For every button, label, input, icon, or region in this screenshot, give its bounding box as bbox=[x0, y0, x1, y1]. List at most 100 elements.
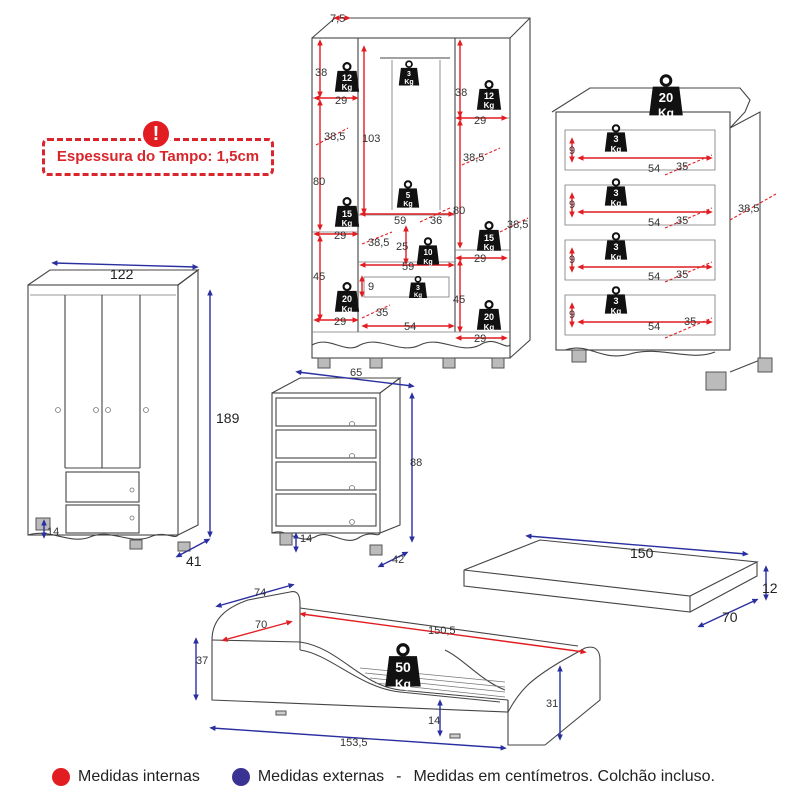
weight-12b-value: 12 bbox=[484, 91, 494, 101]
dim-wi-right-top-h: 38 bbox=[455, 87, 467, 99]
weight-icon-20b: 20 Kg bbox=[476, 299, 502, 332]
dim-wi-right-bottom-w: 29 bbox=[474, 333, 486, 345]
chest-interior-drawing: 9 54 35 9 54 35 9 54 35 9 54 35 38,5 20 … bbox=[551, 73, 777, 391]
weight-chest-drawer-1-unit: Kg bbox=[611, 145, 622, 154]
weight-3b-unit: Kg bbox=[414, 293, 422, 299]
weight-3b-value: 3 bbox=[416, 285, 420, 292]
dim-ci-drawer-w-2: 54 bbox=[648, 217, 660, 229]
weight-chest-top-unit: Kg bbox=[658, 106, 674, 120]
dim-chest-width: 65 bbox=[350, 367, 362, 379]
dim-chest-depth: 42 bbox=[392, 554, 404, 566]
dim-wardrobe-width: 122 bbox=[110, 266, 134, 282]
dim-ci-drawer-w-1: 54 bbox=[648, 163, 660, 175]
dim-ci-drawer-h-2: 9 bbox=[569, 199, 575, 211]
weight-chest-drawer-4-unit: Kg bbox=[611, 307, 622, 316]
dim-ci-drawer-h-4: 9 bbox=[569, 309, 575, 321]
weight-12b-unit: Kg bbox=[484, 101, 495, 110]
dim-chest-height: 88 bbox=[410, 457, 422, 469]
dim-wi-right-w2: 29 bbox=[474, 253, 486, 265]
weight-icon-chest-top: 20 Kg bbox=[648, 73, 684, 120]
weight-icon-20a: 20 Kg bbox=[334, 281, 360, 314]
weight-icon-12b: 12 Kg bbox=[476, 80, 502, 110]
dim-wi-top: 7,5 bbox=[330, 13, 345, 25]
weight-chest-drawer-2-value: 3 bbox=[613, 188, 618, 198]
dim-bed-floor: 14 bbox=[428, 715, 440, 727]
mattress-drawing: 150 12 70 bbox=[463, 533, 778, 628]
dim-wi-drawer-w: 59 bbox=[402, 261, 414, 273]
weight-chest-drawer-1-value: 3 bbox=[613, 134, 618, 144]
dim-mattress-height: 12 bbox=[762, 580, 778, 596]
dim-bed-height: 37 bbox=[196, 655, 208, 667]
dim-wi-hang-w: 59 bbox=[394, 215, 406, 227]
weight-5-value: 5 bbox=[406, 191, 411, 200]
dim-bed-base-height: 31 bbox=[546, 698, 558, 710]
dim-wi-left-low-w: 29 bbox=[334, 230, 346, 242]
weight-20a-value: 20 bbox=[342, 294, 352, 304]
weight-10-value: 10 bbox=[424, 248, 433, 257]
dim-wi-low-depth: 38,5 bbox=[368, 237, 389, 249]
weight-icon-5: 5 Kg bbox=[396, 180, 420, 208]
weight-chest-drawer-3-value: 3 bbox=[613, 242, 618, 252]
dim-wi-right-low-h: 45 bbox=[453, 294, 465, 306]
weight-10-unit: Kg bbox=[423, 259, 432, 266]
dim-wi-right-depth: 38,5 bbox=[463, 152, 484, 164]
weight-icon-bed: 50 Kg bbox=[385, 645, 420, 691]
internal-legend-dot bbox=[52, 768, 70, 786]
external-legend-dot bbox=[231, 768, 250, 786]
weight-icon-chest-drawer-4: 3 Kg bbox=[604, 286, 628, 316]
dim-wi-hang-depth: 36 bbox=[430, 215, 442, 227]
dim-wardrobe-foot: 14 bbox=[47, 526, 59, 538]
dim-wardrobe-depth: 41 bbox=[186, 553, 202, 569]
dim-wi-drawer-small-h: 9 bbox=[368, 281, 374, 293]
dim-chest-foot: 14 bbox=[300, 533, 312, 545]
wardrobe-exterior-drawing: 122 189 41 14 bbox=[27, 260, 240, 569]
dim-wi-right-w: 29 bbox=[474, 115, 486, 127]
weight-15a-value: 15 bbox=[342, 209, 352, 219]
weight-3-unit: Kg bbox=[404, 79, 413, 86]
dim-bed-outer-width: 74 bbox=[254, 587, 266, 599]
dim-wi-left-low-h: 45 bbox=[313, 271, 325, 283]
dim-wi-outer-depth: 38,5 bbox=[507, 219, 528, 231]
dim-mattress-length: 150 bbox=[630, 545, 654, 561]
weight-icon-chest-drawer-3: 3 Kg bbox=[604, 232, 628, 262]
wardrobe-interior-drawing: 7,5 38 29 38,5 80 29 45 29 103 59 36 38,… bbox=[311, 13, 531, 369]
weight-12a-value: 12 bbox=[342, 73, 352, 83]
weight-3-value: 3 bbox=[407, 71, 411, 78]
weight-icon-3b: 3 Kg bbox=[408, 276, 428, 299]
weight-icon-15b: 15 Kg bbox=[476, 220, 502, 252]
dim-wi-left-section-h: 80 bbox=[313, 176, 325, 188]
dim-wi-bottom-w-left: 29 bbox=[334, 316, 346, 328]
dim-wi-drawer-h: 25 bbox=[396, 241, 408, 253]
dim-wi-mid-depth-left: 38,5 bbox=[324, 131, 345, 143]
weight-chest-drawer-2-unit: Kg bbox=[611, 199, 622, 208]
dim-ci-drawer-d-2: 35 bbox=[676, 215, 688, 227]
weight-chest-drawer-3-unit: Kg bbox=[611, 253, 622, 262]
chest-exterior-drawing: 65 88 42 14 bbox=[271, 367, 422, 568]
weight-20a-unit: Kg bbox=[342, 305, 353, 314]
dim-ci-drawer-d-3: 35 bbox=[676, 269, 688, 281]
dim-wardrobe-height: 189 bbox=[216, 410, 240, 426]
bed-drawing: 74 70 150,5 37 31 14 153,5 50 Kg bbox=[193, 583, 601, 751]
weight-15b-value: 15 bbox=[484, 233, 494, 243]
weight-icon-12a: 12 Kg bbox=[334, 62, 360, 92]
weight-chest-drawer-4-value: 3 bbox=[613, 296, 618, 306]
weight-15b-unit: Kg bbox=[484, 243, 495, 252]
dim-wi-shelf-w-left: 29 bbox=[335, 95, 347, 107]
dim-bed-inner-length: 150,5 bbox=[428, 625, 456, 637]
dim-bed-inner-width: 70 bbox=[255, 619, 267, 631]
dim-ci-drawer-h-3: 9 bbox=[569, 254, 575, 266]
weight-bed-value: 50 bbox=[395, 659, 411, 675]
dim-wi-shelf-h-left: 38 bbox=[315, 67, 327, 79]
dim-ci-outer-depth: 38,5 bbox=[738, 203, 759, 215]
tabletop-thickness-label: Espessura do Tampo: 1,5cm bbox=[56, 148, 260, 165]
weight-icon-10: 10 Kg bbox=[416, 237, 440, 266]
weight-icon-chest-drawer-1: 3 Kg bbox=[604, 124, 628, 154]
internal-legend-label: Medidas internas bbox=[78, 768, 200, 785]
weight-5-unit: Kg bbox=[403, 201, 412, 208]
dim-bed-outer-length: 153,5 bbox=[340, 737, 368, 749]
dim-ci-drawer-d-1: 35 bbox=[676, 161, 688, 173]
weight-12a-unit: Kg bbox=[342, 83, 353, 92]
dim-wi-drawer-depth: 35 bbox=[376, 307, 388, 319]
dim-wi-hang-h: 103 bbox=[362, 133, 380, 145]
